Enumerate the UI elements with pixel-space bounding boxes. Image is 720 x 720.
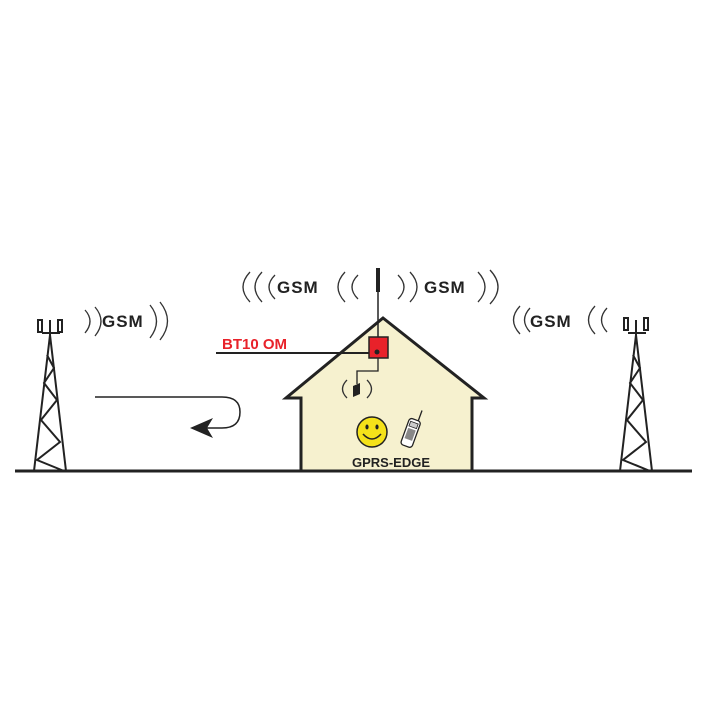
device-label: BT10 OM: [222, 336, 287, 353]
antenna-icon: [376, 268, 380, 338]
cell-tower-icon: [33, 319, 67, 472]
house-label: GPRS-EDGE: [352, 455, 430, 470]
gsm-signal-top-right: GSM: [397, 269, 499, 305]
gsm-signal-right: GSM: [512, 305, 608, 335]
curved-arrow-icon: [95, 396, 241, 438]
smiley-icon: [356, 416, 388, 448]
gsm-label: GSM: [102, 312, 144, 331]
gsm-label: GSM: [424, 278, 466, 297]
gsm-label: GSM: [277, 278, 319, 297]
mobile-phone-icon: [400, 410, 423, 448]
gsm-signal-left: GSM: [84, 301, 169, 341]
house: [281, 316, 489, 473]
gsm-signal-top-left: GSM: [242, 271, 359, 303]
repeater-box-icon: [216, 336, 389, 359]
indoor-antenna-icon: [341, 358, 379, 399]
gsm-label: GSM: [530, 312, 572, 331]
cell-tower-icon: [619, 317, 653, 472]
